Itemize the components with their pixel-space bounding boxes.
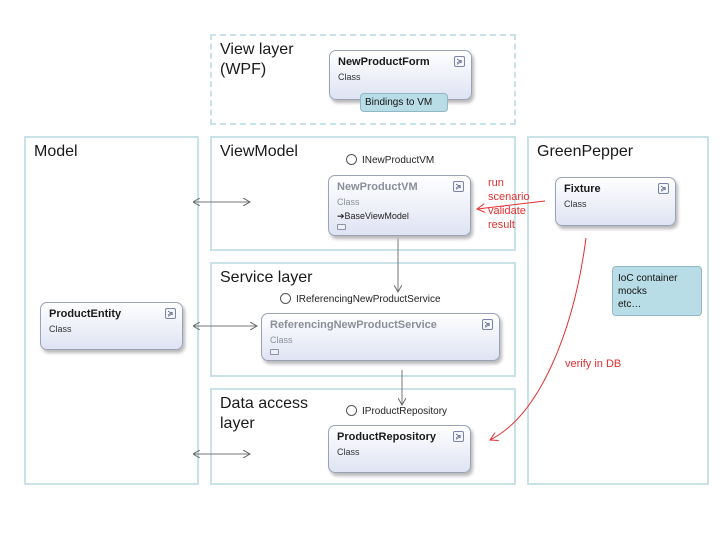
interface-lollipop-service: IReferencingNewProductService xyxy=(280,293,441,305)
class-type: Class xyxy=(49,324,72,334)
fixture-to-repo-curve xyxy=(490,237,587,440)
class-type: Class xyxy=(337,447,360,457)
viewmodel-layer-title: ViewModel xyxy=(220,143,298,160)
interface-name: IReferencingNewProductService xyxy=(296,294,441,305)
interface-lollipop-vm: INewProductVM xyxy=(346,154,434,166)
new-product-form-class[interactable]: NewProductForm Class ≽ xyxy=(329,50,472,100)
interface-lollipop-repository: IProductRepository xyxy=(346,405,447,417)
class-type: Class xyxy=(564,199,587,209)
interface-circle-icon xyxy=(346,154,357,165)
verify-db-annotation: verify in DB xyxy=(565,358,622,370)
class-name: ReferencingNewProductService xyxy=(270,319,437,331)
class-type: Class xyxy=(270,335,293,345)
view-layer: View layer (WPF) xyxy=(210,34,516,125)
compartment-icon[interactable] xyxy=(337,224,346,230)
class-name: NewProductVM xyxy=(337,181,418,193)
class-name: ProductEntity xyxy=(49,308,122,320)
fixture-to-vm-arrow xyxy=(477,200,546,209)
class-name: ProductRepository xyxy=(337,431,437,443)
class-name: Fixture xyxy=(564,183,601,195)
class-type: Class xyxy=(337,197,360,207)
inherit-arrow-icon: ➔ xyxy=(337,211,345,221)
expand-chevron-icon[interactable]: ≽ xyxy=(454,56,465,67)
expand-chevron-icon[interactable]: ≽ xyxy=(453,181,464,192)
bindings-note: Bindings to VM xyxy=(360,93,448,112)
run-scenario-annotation: run scenario validate result xyxy=(488,177,530,231)
fixture-class[interactable]: Fixture Class ≽ xyxy=(555,177,676,226)
viewmodel-layer: ViewModel xyxy=(210,136,516,251)
service-layer-title: Service layer xyxy=(220,269,313,286)
new-product-vm-class[interactable]: NewProductVM Class ➔BaseViewModel ≽ xyxy=(328,175,471,236)
expand-chevron-icon[interactable]: ≽ xyxy=(453,431,464,442)
product-repository-class[interactable]: ProductRepository Class ≽ xyxy=(328,425,471,473)
class-name: NewProductForm xyxy=(338,56,430,68)
greenpepper-layer-title: GreenPepper xyxy=(537,143,634,160)
base-class: ➔BaseViewModel xyxy=(337,211,409,222)
compartment-icon[interactable] xyxy=(270,349,279,355)
interface-name: INewProductVM xyxy=(362,155,435,166)
view-layer-title: View layer (WPF) xyxy=(220,41,294,78)
data-access-layer-title: Data access layer xyxy=(220,395,309,432)
model-layer-title: Model xyxy=(34,143,78,160)
interface-name: IProductRepository xyxy=(362,406,448,417)
interface-circle-icon xyxy=(346,405,357,416)
model-layer: Model xyxy=(24,136,199,485)
data-access-layer: Data access layer xyxy=(210,388,516,485)
product-entity-class[interactable]: ProductEntity Class ≽ xyxy=(40,302,183,350)
expand-chevron-icon[interactable]: ≽ xyxy=(658,183,669,194)
interface-circle-icon xyxy=(280,293,291,304)
expand-chevron-icon[interactable]: ≽ xyxy=(482,319,493,330)
greenpepper-layer: GreenPepper xyxy=(527,136,709,485)
service-layer: Service layer xyxy=(210,262,516,377)
base-class-name: BaseViewModel xyxy=(344,211,409,221)
expand-chevron-icon[interactable]: ≽ xyxy=(165,308,176,319)
referencing-service-class[interactable]: ReferencingNewProductService Class ≽ xyxy=(261,313,500,361)
class-type: Class xyxy=(338,72,361,82)
ioc-note: IoC container mocks etc… xyxy=(612,266,702,316)
